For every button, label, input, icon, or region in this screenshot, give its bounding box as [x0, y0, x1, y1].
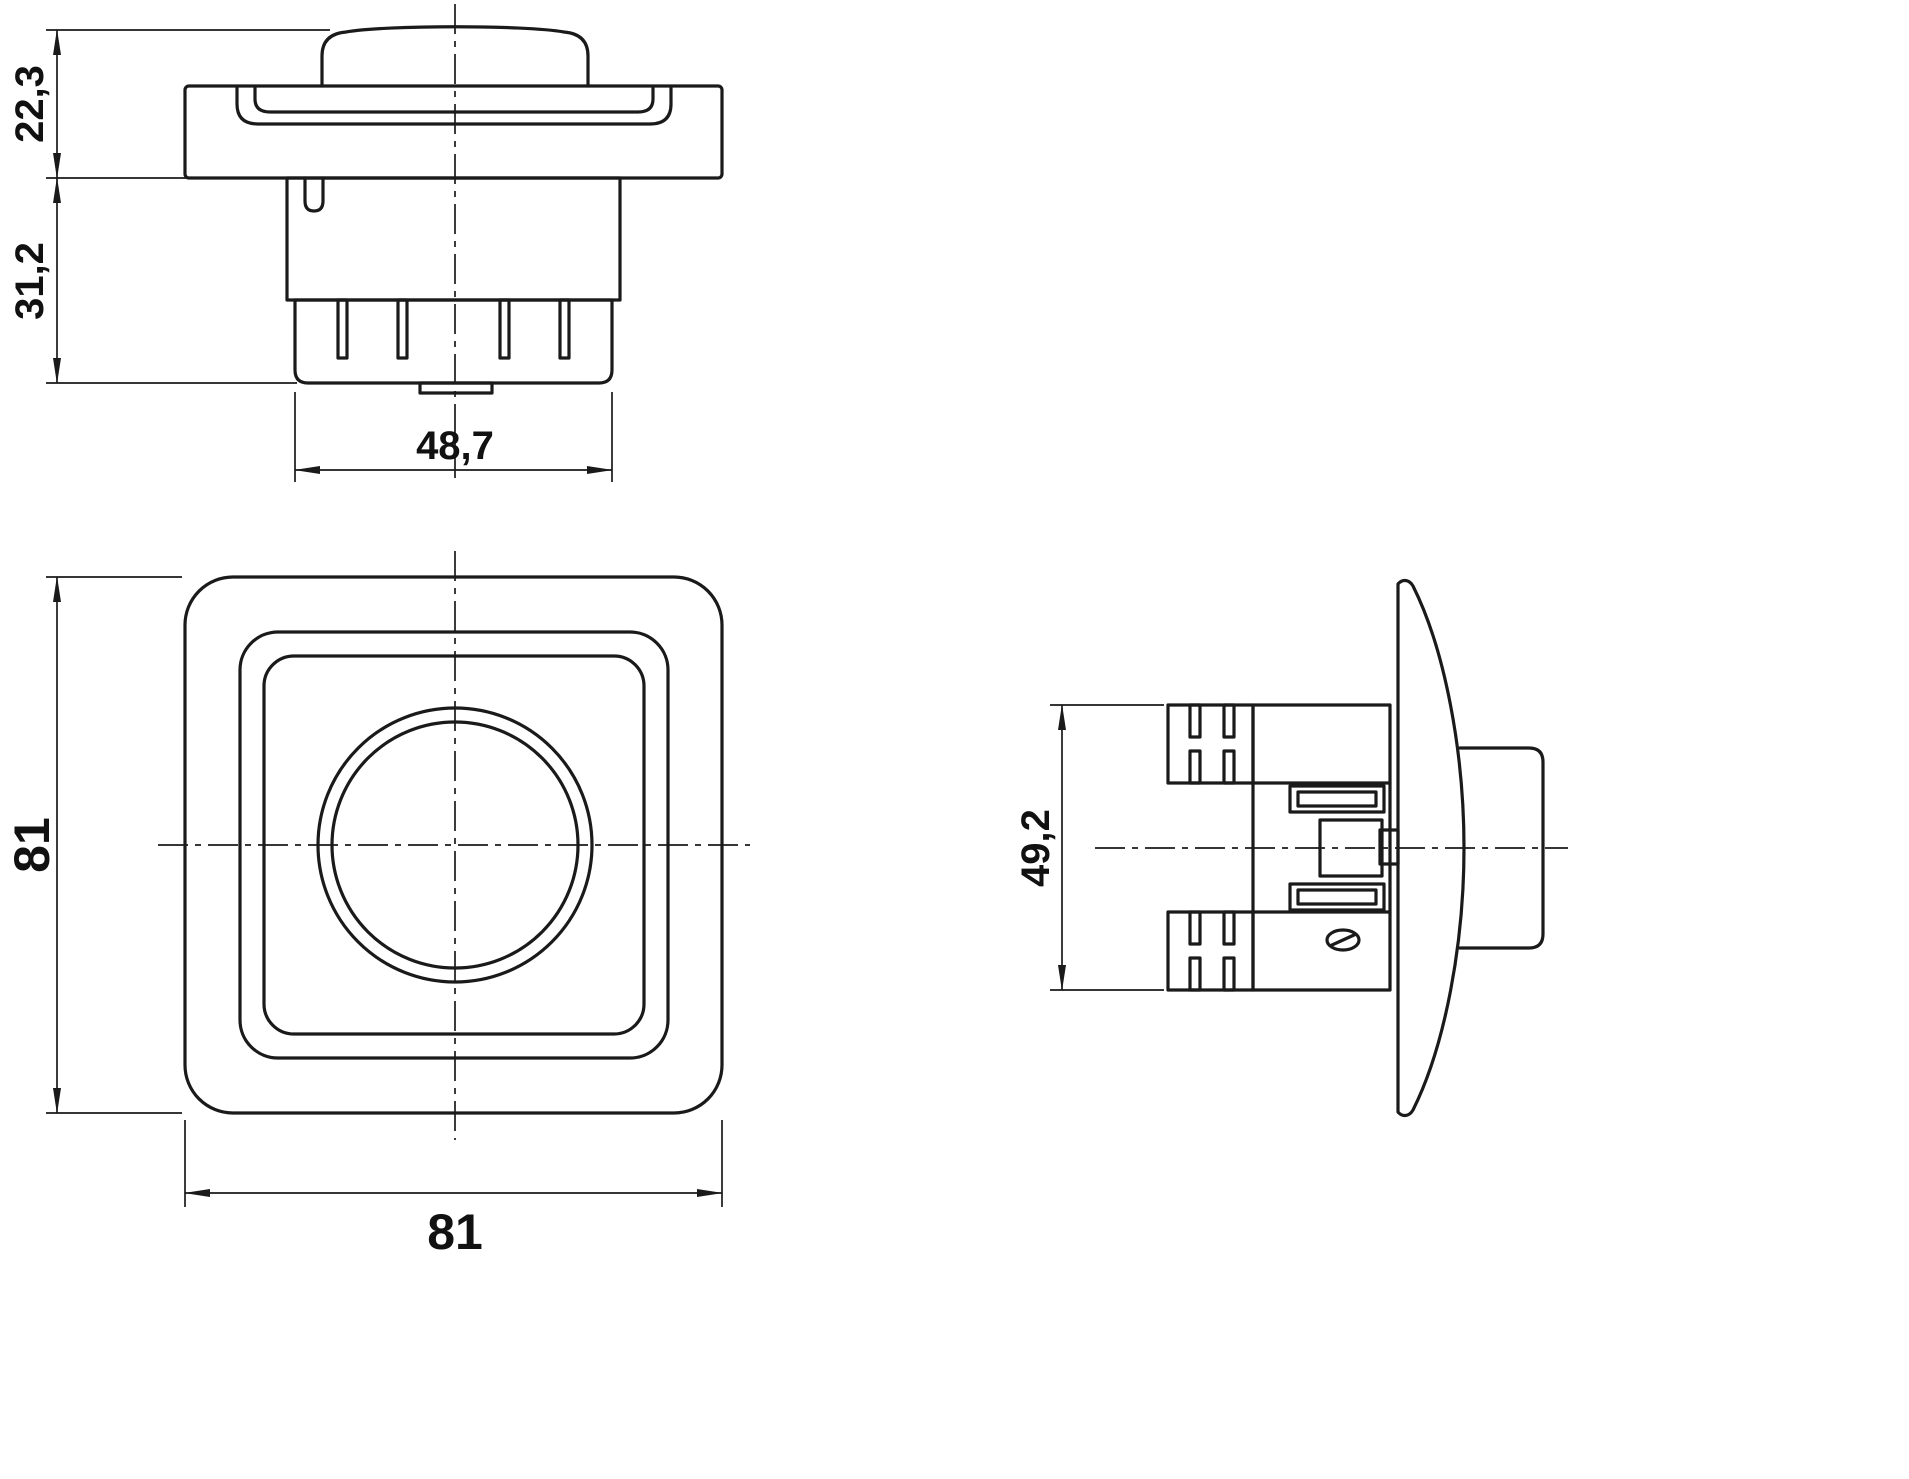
top-view-dimensions: 22,3 31,2 48,7 [8, 29, 613, 482]
top-view [183, 4, 724, 478]
front-frame-outer [238, 630, 670, 1060]
knob-profile [320, 25, 590, 88]
terminal-center-block [1318, 818, 1384, 878]
claw-lower-slot-4 [1222, 956, 1236, 992]
side-view [1095, 578, 1568, 1118]
front-view [158, 551, 750, 1140]
side-mechanism-body [1251, 703, 1392, 992]
side-claw-lower [1166, 910, 1255, 992]
mechanism-body-upper [285, 176, 622, 302]
side-knob [1458, 746, 1545, 950]
plate-recess-inner [253, 86, 655, 114]
terminal-lower [1288, 882, 1386, 912]
claw-lower-slot-1 [1188, 910, 1202, 946]
top-view-height-upper-label: 22,3 [8, 65, 52, 143]
claw-slot-3 [498, 298, 511, 360]
claw-slot-4 [558, 298, 571, 360]
claw-upper-slot-4 [1222, 749, 1236, 785]
plate-recess-outer [235, 86, 673, 126]
front-frame-inner [262, 654, 646, 1036]
screw-head [1325, 928, 1361, 952]
claw-upper-slot-2 [1222, 703, 1236, 739]
claw-lower-slot-3 [1188, 956, 1202, 992]
front-view-width-label: 81 [427, 1204, 483, 1260]
terminal-upper [1288, 784, 1386, 814]
terminal-lower-inner [1296, 888, 1378, 906]
bottom-tab [418, 381, 494, 395]
claw-section [293, 298, 614, 385]
front-plate-outer [183, 575, 724, 1115]
top-view-height-lower-label: 31,2 [8, 242, 52, 320]
knob-inner-circle [330, 720, 580, 970]
claw-upper-slot-3 [1188, 749, 1202, 785]
claw-slot-2 [396, 298, 409, 360]
screw-slot [1330, 933, 1356, 947]
top-view-width-label: 48,7 [416, 424, 494, 468]
claw-upper-slot-1 [1188, 703, 1202, 739]
cover-plate [183, 84, 724, 180]
side-view-height-label: 49,2 [1014, 809, 1058, 887]
side-claw-upper [1166, 703, 1255, 785]
release-tab [303, 176, 325, 213]
terminal-upper-inner [1296, 790, 1378, 808]
side-view-dimensions: 49,2 [1014, 704, 1164, 991]
claw-slot-1 [336, 298, 349, 360]
front-view-dimensions: 81 81 [4, 576, 723, 1260]
front-view-height-label: 81 [4, 817, 60, 873]
claw-lower-slot-2 [1222, 910, 1236, 946]
knob-outer-circle [316, 706, 594, 984]
side-cover-plate [1396, 578, 1466, 1118]
